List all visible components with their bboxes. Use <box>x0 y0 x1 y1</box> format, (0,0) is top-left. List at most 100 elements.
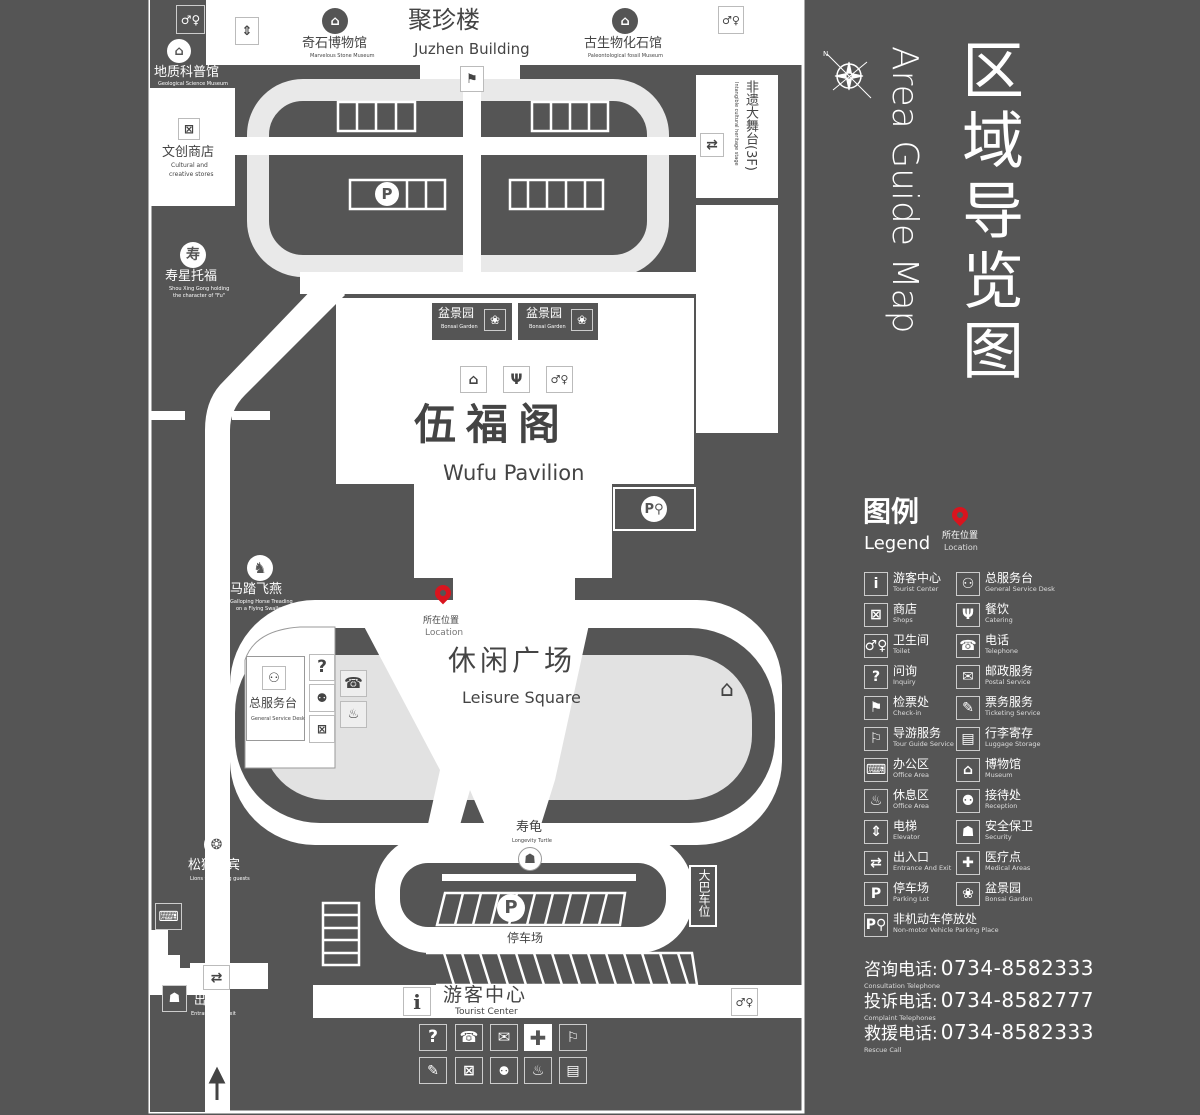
legend-item-label: 停车场 <box>893 881 930 895</box>
legend-item-en: Luggage Storage <box>985 740 1041 748</box>
turtle-icon: ☗ <box>518 847 542 871</box>
toilet-icon: ♂♀ <box>731 988 758 1016</box>
page-title: 区域导览图 <box>951 38 1024 388</box>
museum-icon: ⌂ <box>460 366 487 393</box>
medical-icon: ✚ <box>956 851 980 875</box>
bike-parking-icon: P⚲ <box>864 913 888 937</box>
museum-icon: ⌂ <box>956 758 980 782</box>
legend-item-label: 休息区 <box>893 788 930 802</box>
legend-item-en: Reception <box>985 802 1018 810</box>
legend-item-en: Elevator <box>893 833 920 841</box>
luggage-icon: ▤ <box>956 727 980 751</box>
security-icon: ☗ <box>956 820 980 844</box>
legend-item-label: 博物馆 <box>985 757 1022 771</box>
legend-item-label: 游客中心 <box>893 571 942 585</box>
telephone-icon: ☎ <box>340 670 367 697</box>
tour-guide-icon: ⚐ <box>864 727 888 751</box>
toilet-icon: ♂♀ <box>864 634 888 658</box>
bonsai-icon: ❀ <box>484 309 506 331</box>
medical-icon: ✚ <box>524 1024 552 1051</box>
horse-en1: Galloping Horse Treading <box>230 599 293 605</box>
phone-en: Consultation Telephone <box>864 982 941 990</box>
phone-number: 0734-8582333 <box>940 956 1094 980</box>
legend-item-en: Parking Lot <box>893 895 930 903</box>
office-icon: ⌨ <box>155 903 182 930</box>
phone-number: 0734-8582777 <box>940 988 1094 1012</box>
leisure-title: 休闲广场 <box>448 644 577 677</box>
elevator-icon: ⇕ <box>235 17 259 45</box>
juzhen-en: Juzhen Building <box>414 40 530 58</box>
museum-icon: ⌂ <box>612 8 638 34</box>
ticketing-icon: ✎ <box>419 1057 447 1084</box>
geo-museum-en: Geological Science Museum <box>158 81 228 87</box>
telephone-icon: ☎ <box>956 634 980 658</box>
service-desk-icon: ⚇ <box>956 572 980 596</box>
legend-item-label: 导游服务 <box>893 726 942 740</box>
geo-museum-label: 地质科普馆 <box>154 65 220 80</box>
exit-icon: ⇄ <box>203 965 230 990</box>
leisure-en: Leisure Square <box>462 688 581 707</box>
parking-label: 停车场 <box>507 931 544 945</box>
tour-guide-icon: ⚐ <box>559 1024 587 1051</box>
svg-text:N: N <box>823 50 828 58</box>
shouxing-label: 寿星托福 <box>165 269 218 284</box>
tourist-center-en: Tourist Center <box>455 1007 518 1017</box>
bonsai-en: Bonsai Garden <box>529 324 566 330</box>
toilet-icon: ♂♀ <box>546 366 573 393</box>
shop-icon: ⊠ <box>309 715 335 743</box>
wufu-en: Wufu Pavilion <box>443 461 585 485</box>
info-icon: i <box>864 572 888 596</box>
fossil-museum-en: Paleontological fossil Museum <box>588 53 663 59</box>
legend-item-en: Tour Guide Service <box>893 740 954 748</box>
bonsai-en: Bonsai Garden <box>441 324 478 330</box>
reception-icon: ⚉ <box>490 1057 518 1084</box>
luggage-icon: ▤ <box>559 1057 587 1084</box>
bonsai-label: 盆景园 <box>526 306 563 320</box>
legend-item-label: 票务服务 <box>985 695 1034 709</box>
legend-item-en: Entrance And Exit <box>893 864 952 872</box>
shouxing-en1: Shou Xing Gong holding <box>169 286 230 292</box>
elevator-icon: ⇕ <box>864 820 888 844</box>
parking-icon: P <box>497 894 525 922</box>
toilet-icon: ♂♀ <box>718 6 744 34</box>
legend-item-en: Tourist Center <box>893 585 939 593</box>
telephone-icon: ☎ <box>455 1024 483 1051</box>
legend-item-en: Check-in <box>893 709 922 717</box>
legend-item-label: 安全保卫 <box>985 819 1034 833</box>
exit-icon: ⇄ <box>700 133 724 157</box>
lion-en: Lions welcoming guests <box>190 876 250 882</box>
legend-item-label: 电梯 <box>893 819 918 833</box>
compass-icon: N <box>823 50 872 99</box>
check-in-icon: ⚑ <box>460 66 484 92</box>
wufu-title: 伍福阁 <box>414 400 571 449</box>
bonsai-icon: ❀ <box>571 309 593 331</box>
legend-item-label: 医疗点 <box>985 850 1022 864</box>
legend-item-label: 检票处 <box>893 695 930 709</box>
cultural-store-label: 文创商店 <box>162 145 215 160</box>
bus-parking-label: 大巴车位 <box>697 869 711 917</box>
inquiry-icon: ? <box>864 665 888 689</box>
page-subtitle: Area Guide Map <box>884 46 925 334</box>
stone-museum-label: 奇石博物馆 <box>302 36 368 51</box>
legend-title: 图例 <box>863 495 920 528</box>
tourist-center-label: 游客中心 <box>443 984 528 1006</box>
location-label: 所在位置 <box>423 616 460 626</box>
legend-title-en: Legend <box>864 533 931 554</box>
inquiry-icon: ? <box>419 1024 447 1051</box>
legend-item-en: Shops <box>893 616 913 624</box>
museum-icon: ⌂ <box>322 8 348 34</box>
check-in-icon: ⚑ <box>864 696 888 720</box>
